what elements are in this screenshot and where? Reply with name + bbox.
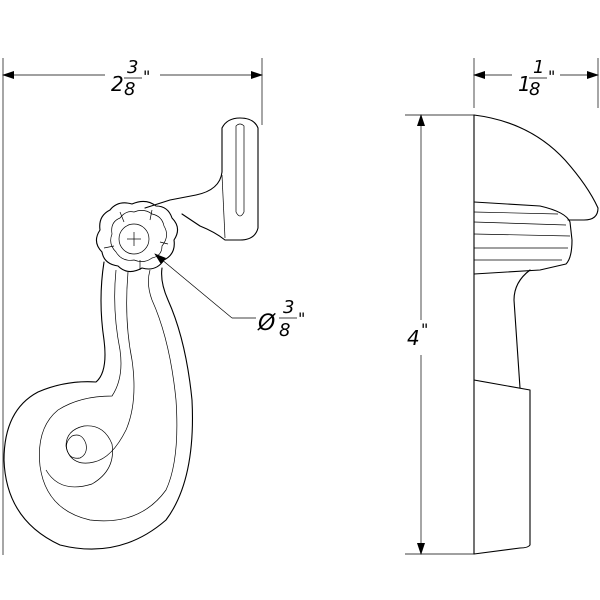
width-unit: "	[143, 67, 150, 86]
base-profile	[473, 379, 531, 555]
height-label: 4 "	[407, 320, 428, 350]
lever-top-profile	[473, 114, 599, 221]
depth-unit: "	[548, 67, 555, 86]
diameter-symbol: Ø	[257, 311, 276, 336]
scroll-inner-outline	[39, 269, 178, 522]
depth-numerator: 1	[533, 57, 544, 78]
lever-arm-outline	[144, 117, 259, 241]
side-view: 1 1 8 " 4 "	[405, 57, 599, 555]
rosette-inner	[110, 210, 167, 262]
depth-whole: 1	[518, 72, 531, 96]
scroll-outline	[3, 261, 193, 550]
rosette-outline	[95, 200, 179, 273]
diameter-leader	[154, 253, 233, 319]
width-label: 2 3 8 "	[111, 57, 150, 100]
front-view: 2 3 8 " Ø 3 8	[2, 57, 305, 555]
diameter-denominator: 8	[279, 320, 290, 341]
scroll-curl	[45, 425, 113, 488]
diameter-label: Ø 3 8 "	[257, 297, 305, 341]
width-denominator: 8	[124, 79, 135, 100]
diameter-unit: "	[298, 309, 305, 328]
diameter-numerator: 3	[283, 297, 294, 318]
height-value: 4	[407, 326, 420, 350]
lever-inner-groove	[235, 123, 245, 217]
center-hole	[118, 223, 150, 255]
lever-edge	[221, 174, 226, 239]
height-unit: "	[421, 320, 428, 339]
width-numerator: 3	[127, 57, 138, 78]
width-whole: 2	[111, 72, 124, 96]
depth-label: 1 1 8 "	[518, 57, 555, 100]
scroll-center-line	[66, 271, 135, 464]
depth-denominator: 8	[529, 79, 540, 100]
rosette-profile	[473, 201, 573, 275]
stem-profile	[513, 269, 531, 389]
